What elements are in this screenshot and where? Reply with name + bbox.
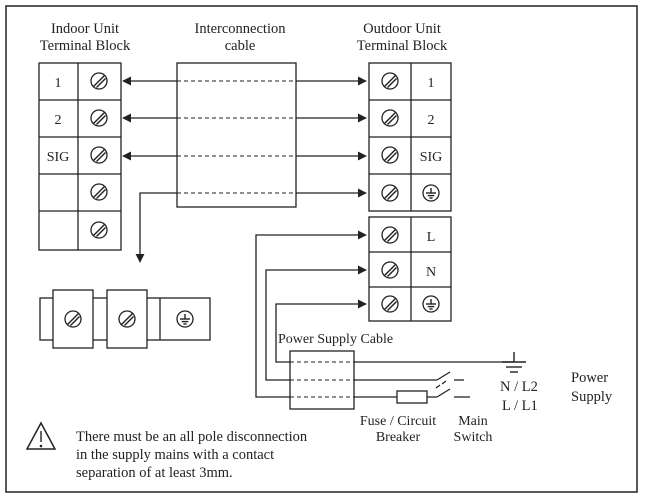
l-l1-label: L / L1 [502, 398, 538, 414]
interconnection-wires [122, 76, 367, 263]
screw-terminal-icon [381, 146, 399, 164]
screw-terminal-icon [90, 146, 108, 164]
fuse-label: Fuse / Circuit [360, 414, 436, 429]
outdoor-terminal-sig-label: SIG [420, 150, 443, 165]
ground-symbol-icon [422, 295, 440, 313]
main-switch-label-2: Switch [454, 430, 493, 445]
cable-title-2: cable [225, 38, 256, 54]
screw-terminal-icon [381, 72, 399, 90]
screw-terminal-icon [118, 310, 136, 328]
power-supply-cable [289, 350, 355, 410]
power-terminal-block: L N [368, 216, 452, 322]
screw-terminal-icon [90, 183, 108, 201]
screw-terminal-icon [381, 109, 399, 127]
warning-text-line-2: in the supply mains with a contact [76, 447, 274, 463]
arrow-icon [255, 230, 367, 398]
outdoor-terminal-title: Terminal Block [357, 38, 448, 54]
arrow-icon [275, 299, 367, 363]
outdoor-terminal-block: 1 2 SIG [368, 62, 452, 212]
screw-terminal-icon [64, 310, 82, 328]
indoor-unit-title: Indoor Unit [51, 21, 119, 37]
arrow-icon [135, 192, 177, 263]
power-wires [255, 230, 514, 398]
warning-triangle-icon [25, 421, 57, 450]
interconnection-cable [176, 62, 297, 208]
power-terminal-l-label: L [427, 230, 436, 245]
screw-terminal-icon [381, 261, 399, 279]
indoor-terminal-2-label: 2 [55, 113, 62, 128]
power-supply-label-2: Supply [571, 389, 613, 405]
outdoor-terminal-2-label: 2 [428, 113, 435, 128]
main-switch-label: Main [458, 414, 488, 429]
n-l2-label: N / L2 [500, 379, 538, 395]
breaker-label: Breaker [376, 430, 421, 445]
fuse-circuit-breaker [396, 390, 428, 404]
ground-symbol-icon [176, 310, 194, 328]
warning-text-line-3: separation of at least 3mm. [76, 465, 233, 481]
ground-symbol-icon [502, 352, 526, 373]
screw-terminal-icon [90, 109, 108, 127]
screw-terminal-icon [381, 226, 399, 244]
indoor-terminal-title: Terminal Block [40, 38, 131, 54]
power-supply-label: Power [571, 370, 608, 386]
outdoor-unit-title: Outdoor Unit [363, 21, 441, 37]
arrow-icon [265, 265, 367, 381]
power-supply-cable-label: Power Supply Cable [278, 332, 393, 347]
screw-terminal-icon [381, 184, 399, 202]
indoor-terminal-block: 1 2 SIG [38, 62, 122, 251]
cable-title: Interconnection [195, 21, 287, 37]
screw-terminal-icon [90, 221, 108, 239]
indoor-terminal-1-label: 1 [55, 76, 62, 91]
outdoor-terminal-1-label: 1 [428, 76, 435, 91]
warning-text-line-1: There must be an all pole disconnection [76, 429, 308, 445]
screw-terminal-icon [381, 295, 399, 313]
power-terminal-n-label: N [426, 265, 436, 280]
ground-symbol-icon [422, 184, 440, 202]
diagram-frame [5, 5, 638, 493]
indoor-terminal-sig-label: SIG [47, 150, 70, 165]
screw-terminal-icon [90, 72, 108, 90]
indoor-ground-terminal-block [39, 289, 211, 349]
